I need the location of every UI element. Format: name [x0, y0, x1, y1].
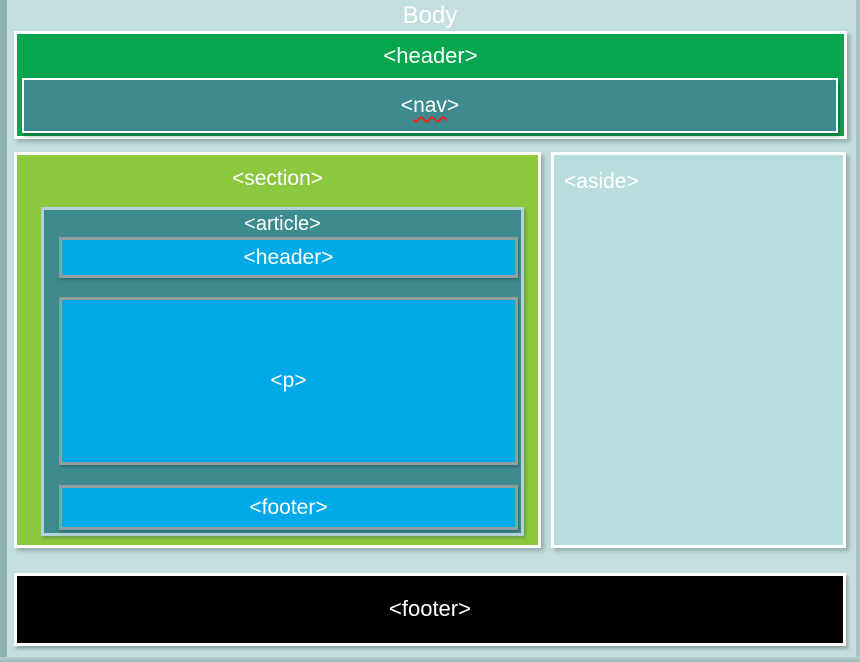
- paragraph-box: <p>: [59, 297, 518, 465]
- slide-edge-left: [0, 0, 7, 662]
- article-box: <article> <header> <p> <footer>: [41, 207, 524, 536]
- section-box: <section> <article> <header> <p> <footer…: [14, 152, 541, 548]
- article-header-label: <header>: [243, 245, 334, 269]
- nav-label: <nav>: [401, 93, 459, 118]
- article-header-box: <header>: [59, 237, 518, 278]
- page-footer-box: <footer>: [14, 573, 846, 646]
- nav-close-bracket: >: [446, 93, 460, 117]
- aside-label: <aside>: [564, 170, 639, 193]
- article-label: <article>: [244, 213, 321, 235]
- article-footer-label: <footer>: [249, 495, 328, 519]
- nav-box: <nav>: [22, 78, 838, 133]
- slide-edge-right: [856, 0, 860, 662]
- paragraph-label: <p>: [270, 369, 307, 393]
- section-label: <section>: [231, 167, 324, 191]
- nav-open-bracket: <: [400, 93, 414, 117]
- nav-word-spellcheck-underline: nav: [413, 93, 447, 117]
- slide-edge-bottom: [0, 657, 860, 662]
- header-label: <header>: [383, 42, 478, 68]
- aside-box: <aside>: [551, 152, 846, 548]
- body-title: Body: [402, 2, 458, 29]
- article-footer-box: <footer>: [59, 485, 518, 530]
- header-box: <header> <nav>: [14, 31, 847, 139]
- page-footer-label: <footer>: [389, 596, 471, 622]
